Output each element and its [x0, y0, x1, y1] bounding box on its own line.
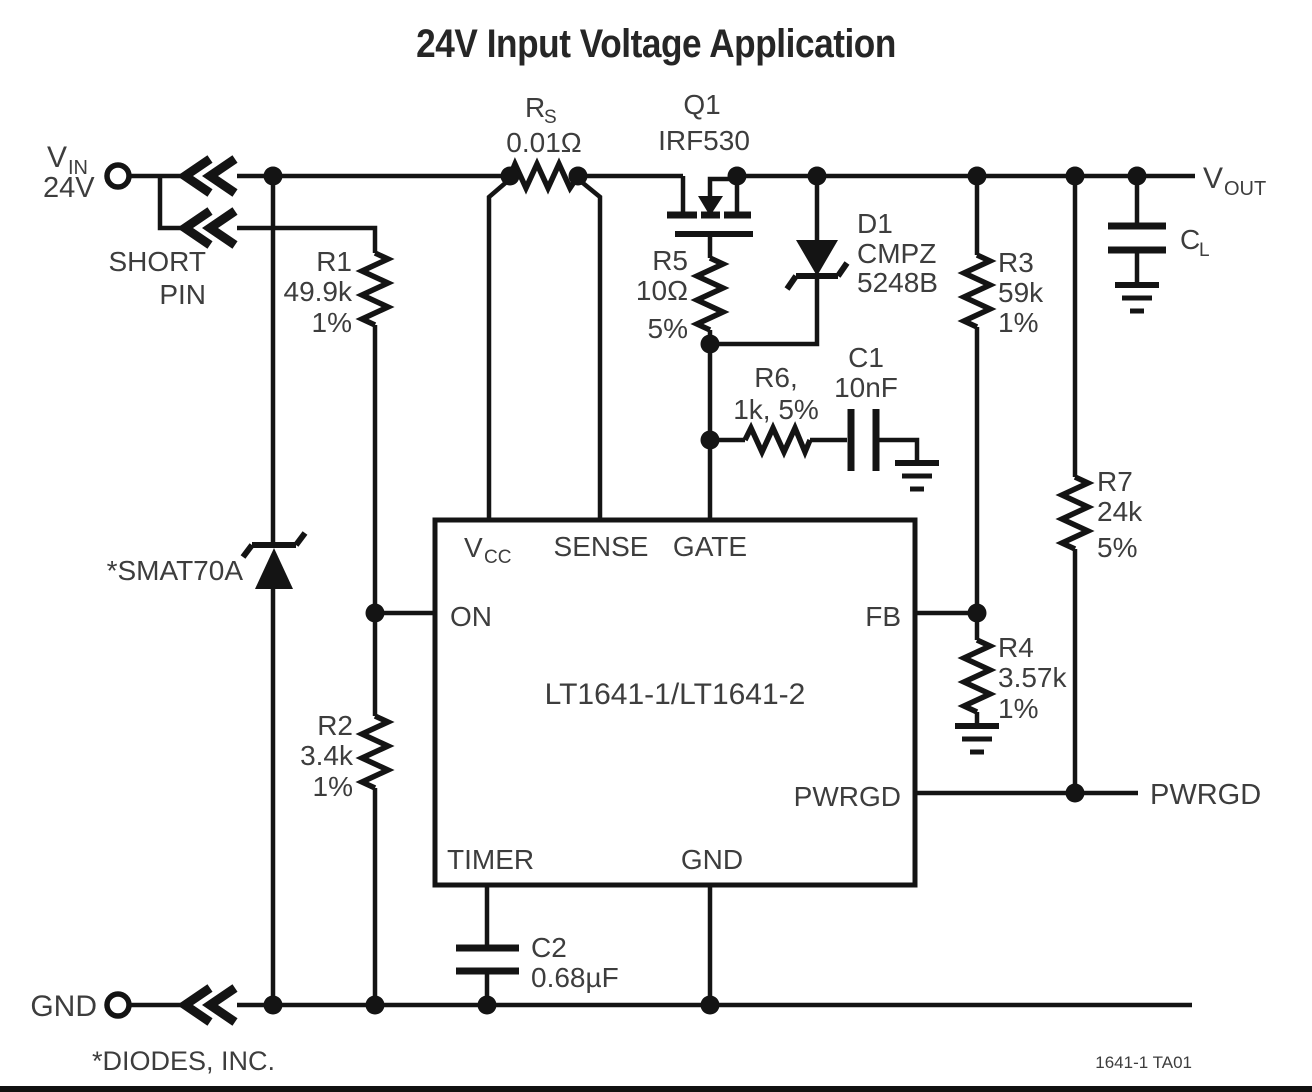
c2-label: C2: [531, 932, 567, 963]
c1-ground-icon: [895, 460, 939, 492]
short-pin-connector-arrow-icon: [176, 207, 238, 249]
q1-part-label: IRF530: [658, 125, 750, 156]
mosfet-q1-symbol: [667, 176, 753, 258]
r6-label: R6,: [754, 362, 798, 393]
d1-label: D1: [857, 208, 893, 239]
r7-value-label: 24k: [1097, 496, 1143, 527]
vin-label-sub: IN: [68, 157, 88, 179]
resistor-r5-symbol: [690, 255, 730, 333]
short-pin-label-line2: PIN: [159, 279, 206, 310]
r2-tol-label: 1%: [313, 771, 353, 802]
rs-label: R: [525, 92, 545, 123]
r1-r2-branch-wire: [355, 250, 395, 1005]
capacitor-c1-symbol: [847, 409, 920, 471]
ic-body: [432, 517, 918, 888]
c1-label: C1: [848, 342, 884, 373]
ic-pin-vcc-sub: CC: [484, 547, 511, 568]
vin-connector-arrow-icon: [176, 155, 238, 197]
r3-label: R3: [998, 247, 1034, 278]
r5-label: R5: [652, 245, 688, 276]
cl-ground-icon: [1115, 282, 1159, 314]
vin-voltage-label: 24V: [43, 172, 95, 204]
rs-value-label: 0.01Ω: [506, 127, 581, 158]
pwrgd-output-label: PWRGD: [1150, 779, 1261, 811]
short-pin-branch-wire: [157, 176, 378, 253]
zener-d1-symbol: [710, 176, 850, 347]
r3-value-label: 59k: [998, 277, 1044, 308]
resistor-r6-symbol: [742, 421, 813, 460]
gnd-connector-arrow-icon: [176, 984, 238, 1026]
q1-label: Q1: [683, 89, 720, 120]
vout-label: V: [1203, 162, 1223, 195]
r2-value-label: 3.4k: [300, 740, 354, 771]
r4-branch-wire: [957, 613, 997, 724]
q1-body-diode-icon: [698, 196, 723, 216]
r2-label: R2: [317, 710, 353, 741]
page-bottom-rule: [0, 1086, 1312, 1092]
r4-label: R4: [998, 632, 1034, 663]
ic-pin-fb: FB: [865, 601, 901, 632]
r1-label: R1: [316, 246, 352, 277]
r4-value-label: 3.57k: [998, 662, 1067, 693]
rs-kelvin-leads: [486, 177, 603, 520]
ic-pin-gate: GATE: [673, 531, 747, 562]
capacitor-cl-symbol: [1108, 176, 1166, 283]
r7-tol-label: 5%: [1097, 532, 1137, 563]
ic-pin-sense: SENSE: [554, 531, 649, 562]
ic-pin-on: ON: [450, 601, 492, 632]
cl-label-sub: L: [1199, 240, 1210, 261]
ic-part-number: LT1641-1/LT1641-2: [545, 678, 806, 711]
r1-value-label: 49.9k: [284, 276, 353, 307]
d1-part-label-line2: 5248B: [857, 267, 938, 298]
r7-label: R7: [1097, 466, 1133, 497]
resistor-rs-symbol: [507, 157, 581, 195]
vin-label: V: [47, 141, 67, 174]
c1-value-label: 10nF: [834, 372, 898, 403]
d2-label: *SMAT70A: [107, 555, 244, 586]
figure-id: 1641-1 TA01: [1095, 1053, 1192, 1072]
d1-part-label-line1: CMPZ: [857, 238, 936, 269]
r5-value-label: 10Ω: [636, 275, 688, 306]
r1-tol-label: 1%: [312, 307, 352, 338]
schematic-title: 24V Input Voltage Application: [416, 21, 896, 66]
gnd-label: GND: [30, 990, 97, 1023]
ic-pin-pwrgd: PWRGD: [794, 781, 901, 812]
r5-tol-label: 5%: [648, 313, 688, 344]
r3-branch-wire: [957, 176, 997, 613]
junction-dots: [263, 166, 1147, 1015]
r7-branch-wire: [1055, 176, 1095, 793]
vin-terminal: [104, 162, 132, 190]
r4-ground-icon: [955, 723, 999, 755]
ic-pin-timer: TIMER: [447, 844, 534, 875]
r6-value-label: 1k, 5%: [733, 394, 819, 425]
short-pin-label-line1: SHORT: [109, 246, 207, 277]
ic-pin-vcc: V: [464, 532, 483, 563]
diodes-inc-note: *DIODES, INC.: [92, 1046, 275, 1076]
ic-pin-gnd: GND: [681, 844, 743, 875]
r4-tol-label: 1%: [998, 693, 1038, 724]
tvs-d2-symbol: [240, 176, 308, 1005]
cl-label: C: [1180, 224, 1200, 255]
r3-tol-label: 1%: [998, 307, 1038, 338]
rs-label-sub: S: [544, 107, 557, 128]
gnd-terminal: [104, 991, 132, 1019]
vout-label-sub: OUT: [1224, 178, 1266, 200]
c2-value-label: 0.68µF: [531, 962, 619, 993]
